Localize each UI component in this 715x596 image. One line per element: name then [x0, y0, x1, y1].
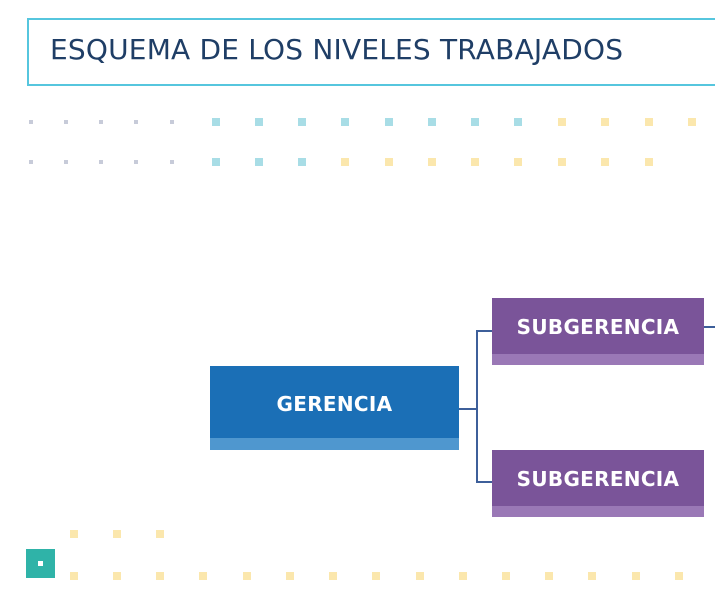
decorative-dot [243, 572, 251, 580]
node-shade [492, 354, 704, 365]
square-icon [26, 549, 55, 578]
decorative-dot [688, 118, 696, 126]
decorative-dot [675, 572, 683, 580]
decorative-dot [255, 158, 263, 166]
connector-offscreen-stub [704, 326, 715, 328]
decorative-dot [64, 160, 68, 164]
node-shade [210, 438, 459, 450]
decorative-dot [329, 572, 337, 580]
decorative-dot [471, 118, 479, 126]
decorative-dot [64, 120, 68, 124]
connector-vertical-trunk [476, 330, 478, 482]
decorative-dot [545, 572, 553, 580]
decorative-dot [632, 572, 640, 580]
decorative-dot [601, 118, 609, 126]
decorative-dot [70, 572, 78, 580]
node-shade [492, 506, 704, 517]
org-node-gerencia: GERENCIA [210, 366, 459, 450]
decorative-dot [514, 118, 522, 126]
decorative-dot [212, 118, 220, 126]
org-node-subgerencia-2: SUBGERENCIA [492, 450, 704, 517]
decorative-dot [514, 158, 522, 166]
decorative-dot [298, 158, 306, 166]
decorative-dot [134, 120, 138, 124]
decorative-dot [113, 572, 121, 580]
decorative-dot [99, 120, 103, 124]
node-label: SUBGERENCIA [516, 466, 680, 491]
decorative-dot [70, 530, 78, 538]
decorative-dot [372, 572, 380, 580]
node-label: SUBGERENCIA [516, 314, 680, 339]
decorative-dot [502, 572, 510, 580]
connector-to-child-2 [476, 481, 492, 483]
decorative-dot [29, 160, 33, 164]
decorative-dot [199, 572, 207, 580]
decorative-dot [170, 120, 174, 124]
decorative-dot [385, 118, 393, 126]
title-box: ESQUEMA DE LOS NIVELES TRABAJADOS [27, 18, 715, 86]
square-icon-center [38, 561, 43, 566]
page-title: ESQUEMA DE LOS NIVELES TRABAJADOS [50, 33, 624, 66]
decorative-dot [558, 118, 566, 126]
decorative-dot [170, 160, 174, 164]
decorative-dot [459, 572, 467, 580]
decorative-dot [156, 530, 164, 538]
decorative-dot [255, 118, 263, 126]
decorative-dot [29, 120, 33, 124]
decorative-dot [558, 158, 566, 166]
decorative-dot [471, 158, 479, 166]
org-node-subgerencia-1: SUBGERENCIA [492, 298, 704, 365]
decorative-dot [416, 572, 424, 580]
decorative-dot [341, 118, 349, 126]
decorative-dot [99, 160, 103, 164]
decorative-dot [385, 158, 393, 166]
connector-to-child-1 [476, 330, 492, 332]
decorative-dot [212, 158, 220, 166]
decorative-dot [286, 572, 294, 580]
decorative-dot [298, 118, 306, 126]
decorative-dot [428, 118, 436, 126]
decorative-dot [156, 572, 164, 580]
node-label: GERENCIA [276, 392, 393, 416]
decorative-dot [341, 158, 349, 166]
decorative-dot [645, 118, 653, 126]
connector-root-stub [459, 408, 477, 410]
decorative-dot [588, 572, 596, 580]
decorative-dot [113, 530, 121, 538]
decorative-dot [645, 158, 653, 166]
decorative-dot [428, 158, 436, 166]
decorative-dot [134, 160, 138, 164]
decorative-dot [601, 158, 609, 166]
